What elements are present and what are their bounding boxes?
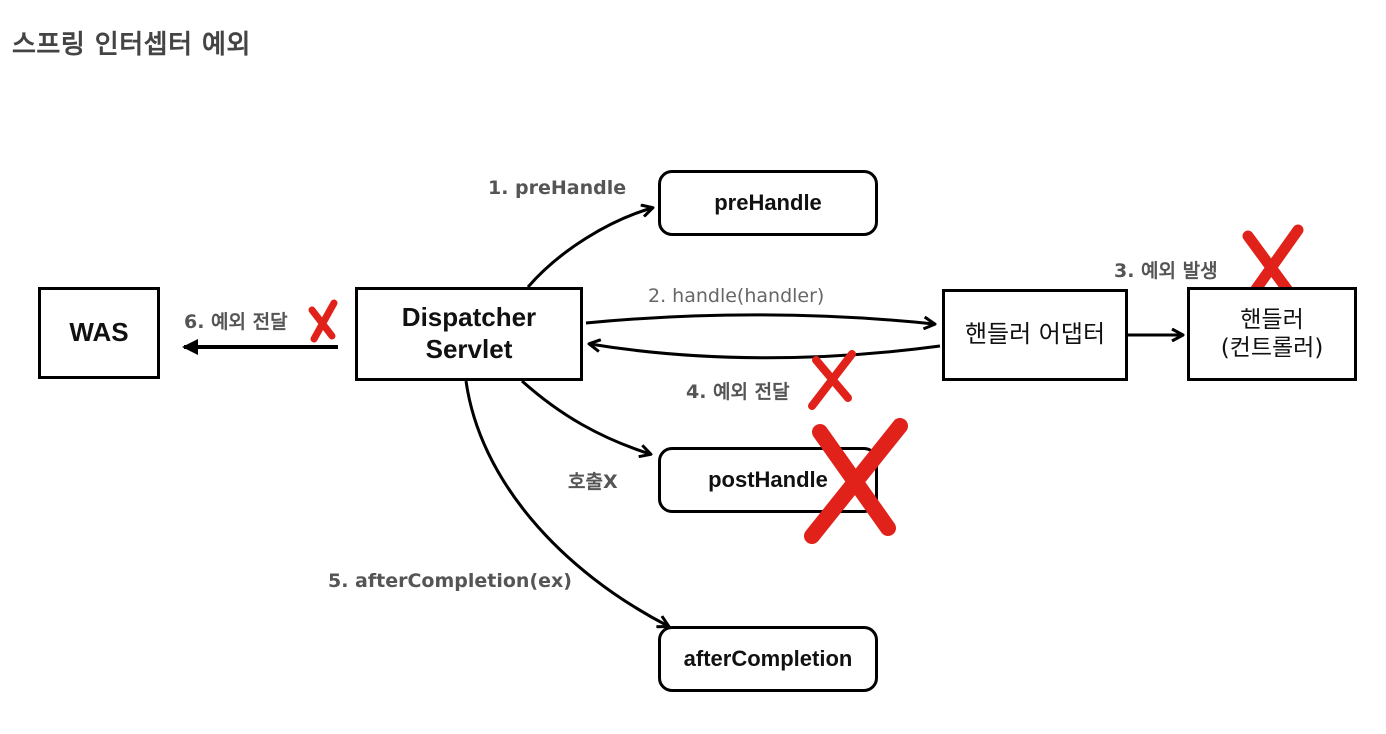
page-title: 스프링 인터셉터 예외 [12, 30, 251, 60]
handler-label: 핸들러 (컨트롤러) [1220, 306, 1324, 361]
prehandle-label: preHandle [714, 189, 822, 215]
label-exception-occurs: 3. 예외 발생 [1114, 260, 1218, 282]
label-posthandle-skipped: 호출X [568, 471, 618, 493]
posthandle-box: postHandle [658, 447, 878, 513]
arrow-posthandle [521, 379, 650, 454]
arrow-exception-to-dispatcher [590, 344, 941, 360]
cross-icon-dispatcher-return [808, 350, 856, 410]
handler-adapter-box: 핸들러 어댑터 [942, 289, 1128, 381]
was-box: WAS [38, 287, 160, 379]
label-handle-call: 2. handle(handler) [648, 285, 825, 307]
was-label: WAS [69, 317, 129, 348]
posthandle-label: postHandle [708, 466, 828, 492]
label-prehandle-call: 1. preHandle [488, 177, 627, 199]
dispatcher-servlet-label: Dispatcher Servlet [401, 302, 537, 364]
prehandle-box: preHandle [658, 170, 878, 236]
aftercompletion-label: afterCompletion [683, 645, 853, 671]
handler-adapter-label: 핸들러 어댑터 [964, 320, 1106, 349]
arrow-handle [585, 313, 934, 324]
label-exception-to-was: 6. 예외 전달 [184, 311, 288, 333]
aftercompletion-box: afterCompletion [658, 626, 878, 692]
arrow-prehandle [526, 208, 652, 288]
label-exception-to-dispatcher: 4. 예외 전달 [686, 381, 790, 403]
cross-icon-was [308, 299, 338, 343]
dispatcher-servlet-box: Dispatcher Servlet [355, 287, 583, 381]
handler-box: 핸들러 (컨트롤러) [1187, 287, 1357, 381]
arrow-aftercompletion [464, 380, 668, 626]
label-aftercompletion-call: 5. afterCompletion(ex) [328, 570, 572, 592]
